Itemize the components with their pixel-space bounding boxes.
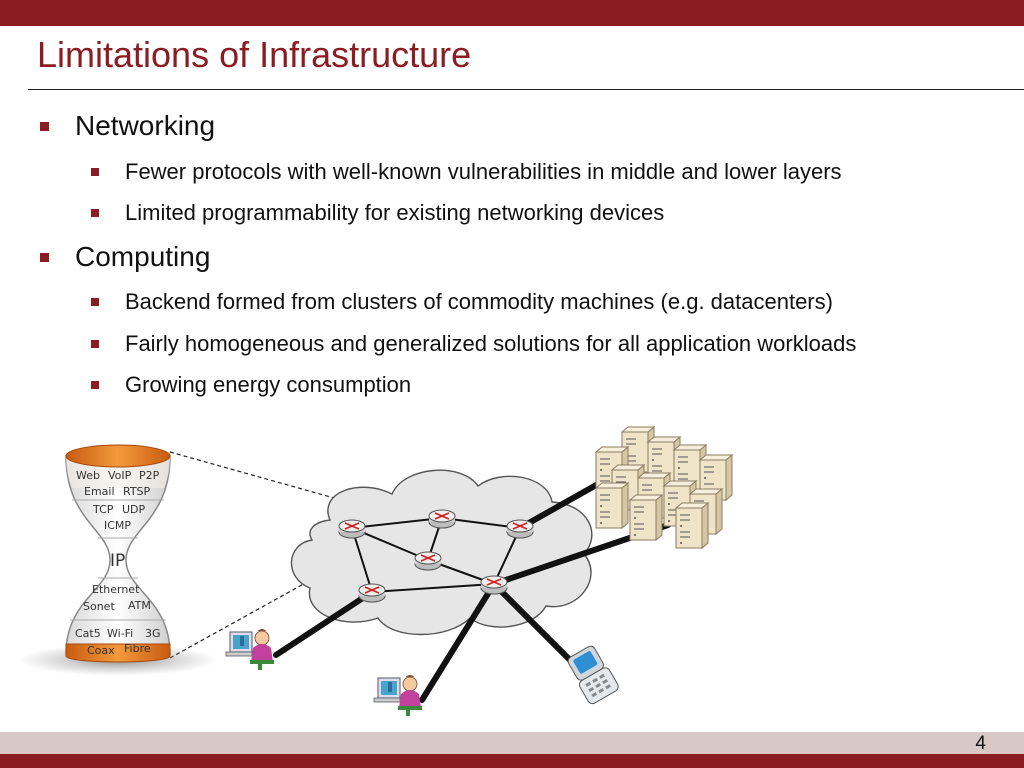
slide-title: Limitations of Infrastructure xyxy=(37,34,472,75)
bullet-computing: Computing xyxy=(75,241,211,272)
hourglass-label: Ethernet xyxy=(92,583,140,596)
footer-band xyxy=(0,732,1024,754)
slide-number: 4 xyxy=(975,733,986,754)
top-accent-bar xyxy=(0,0,1024,26)
title-divider xyxy=(28,89,1024,90)
router-icon xyxy=(480,575,508,595)
sub-bullet: Growing energy consumption xyxy=(125,372,412,397)
hourglass-bottom-cap xyxy=(65,643,171,663)
sub-bullet: Fewer protocols with well-known vulnerab… xyxy=(125,159,842,184)
bullet-marker xyxy=(40,122,49,131)
bullet-marker xyxy=(40,253,49,262)
sub-bullet: Limited programmability for existing net… xyxy=(125,200,665,225)
callout-line-bottom xyxy=(169,575,319,659)
sub-bullet: Backend formed from clusters of commodit… xyxy=(125,289,833,314)
bullet-marker xyxy=(91,340,99,348)
router-icon xyxy=(506,519,534,539)
callout-line-top xyxy=(169,451,353,504)
router-icon xyxy=(358,583,386,603)
bullet-marker xyxy=(91,168,99,176)
router-icon xyxy=(414,551,442,571)
hourglass-waist-label: IP xyxy=(110,551,125,571)
sub-bullet: Fairly homogeneous and generalized solut… xyxy=(125,331,857,356)
flip-phone-icon xyxy=(567,645,619,705)
user-at-computer-icon xyxy=(373,674,423,717)
server-rack-icon xyxy=(595,426,733,549)
router-icon xyxy=(338,519,366,539)
bullet-marker xyxy=(91,381,99,389)
hourglass-label: ICMP xyxy=(104,519,131,532)
bullet-marker xyxy=(91,298,99,306)
router-icon xyxy=(428,509,456,529)
hourglass-top-cap xyxy=(65,444,171,468)
user-at-computer-icon xyxy=(225,628,275,671)
bullet-marker xyxy=(91,209,99,217)
footer-accent-bar xyxy=(0,754,1024,768)
network-cloud xyxy=(290,469,593,636)
bullet-networking: Networking xyxy=(75,110,216,141)
